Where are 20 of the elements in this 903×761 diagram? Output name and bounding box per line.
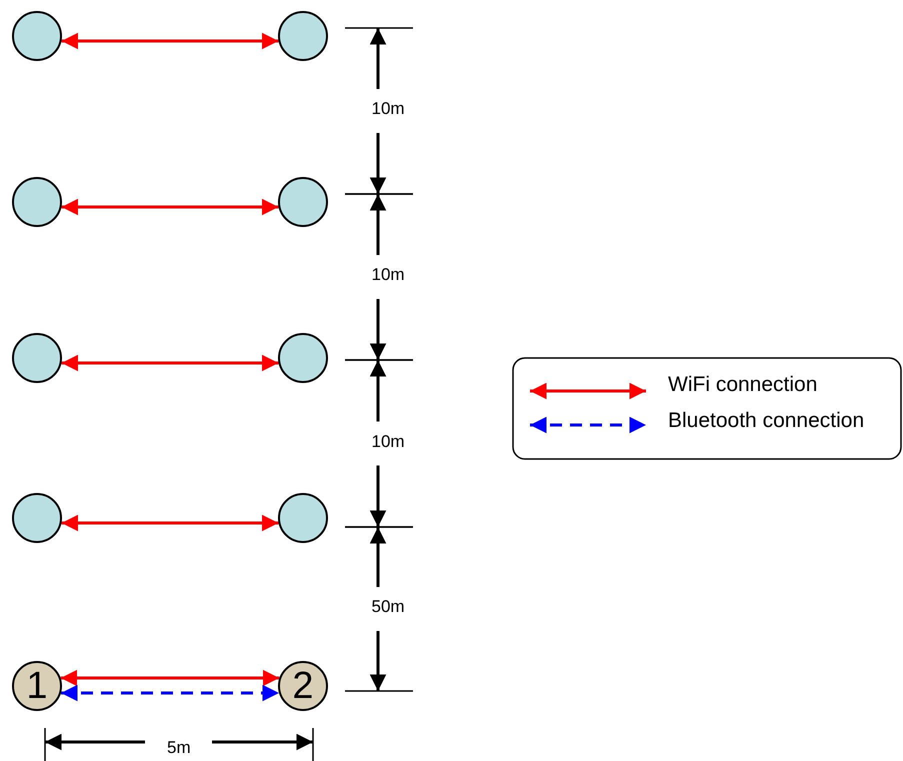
node-circle xyxy=(12,493,62,543)
connection-arrow xyxy=(62,32,278,50)
node-circle xyxy=(12,333,62,383)
numbered-node-circle xyxy=(278,661,328,711)
node-circle xyxy=(12,11,62,61)
connection-arrow xyxy=(62,198,278,216)
legend-text: Bluetooth connection xyxy=(668,409,864,433)
node-number: 2 xyxy=(292,667,314,705)
node-number: 1 xyxy=(26,667,48,705)
legend-text: WiFi connection xyxy=(668,373,818,397)
node-circle xyxy=(278,333,328,383)
connection-arrow xyxy=(62,354,278,372)
connection-arrow xyxy=(61,684,279,702)
node-circle xyxy=(278,177,328,227)
node-circle xyxy=(278,11,328,61)
connection-arrow xyxy=(60,670,280,686)
numbered-node-circle xyxy=(12,661,62,711)
node-circle xyxy=(278,493,328,543)
connection-arrow xyxy=(62,514,278,532)
node-circle xyxy=(12,177,62,227)
